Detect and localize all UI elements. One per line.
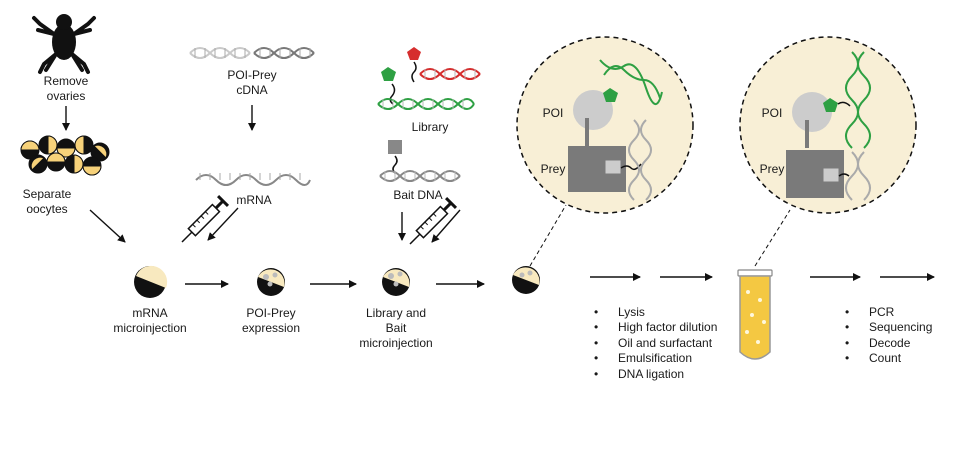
syringe-icon	[181, 194, 230, 243]
bait-dna	[379, 140, 461, 182]
zoom-circle-droplet	[739, 36, 917, 214]
oocyte-cluster	[20, 135, 110, 176]
step-item: Emulsification	[592, 351, 728, 367]
cdna-helix	[189, 47, 315, 59]
label-prey-zoom1: Prey	[540, 162, 566, 176]
label-bait-dna: Bait DNA	[393, 188, 443, 202]
oocyte-expression	[257, 268, 285, 296]
red-pentagon-icon	[407, 47, 421, 60]
step-item: Decode	[843, 336, 932, 352]
readout-step-list: PCR Sequencing Decode Count	[843, 305, 932, 367]
flow-arrows	[62, 105, 935, 288]
label-poi-zoom1: POI	[542, 106, 564, 120]
step-item: Oil and surfactant	[592, 336, 728, 352]
oocyte-injection	[134, 265, 168, 298]
step-item: Sequencing	[843, 320, 932, 336]
syringe-icon	[409, 196, 458, 245]
label-prey-zoom2: Prey	[759, 162, 785, 176]
mrna-strand	[195, 173, 311, 186]
step-item: Count	[843, 351, 932, 367]
label-mrna: mRNA	[236, 193, 272, 207]
green-pentagon-icon	[381, 67, 396, 81]
bait-square-icon	[388, 140, 402, 154]
step-item: Lysis	[592, 305, 728, 321]
oocyte-library-bait	[382, 268, 410, 296]
step-item: High factor dilution	[592, 320, 728, 336]
library-dna	[377, 47, 481, 110]
label-poi-zoom2: POI	[761, 106, 783, 120]
zoom-circle-oocyte	[516, 36, 694, 214]
step-item: DNA ligation	[592, 367, 728, 383]
oocyte-final	[512, 266, 540, 294]
emulsion-step-list: Lysis High factor dilution Oil and surfa…	[592, 305, 728, 382]
frog-icon	[32, 14, 96, 74]
step-item: PCR	[843, 305, 932, 321]
emulsion-tube	[737, 269, 773, 360]
label-library: Library	[411, 120, 449, 134]
